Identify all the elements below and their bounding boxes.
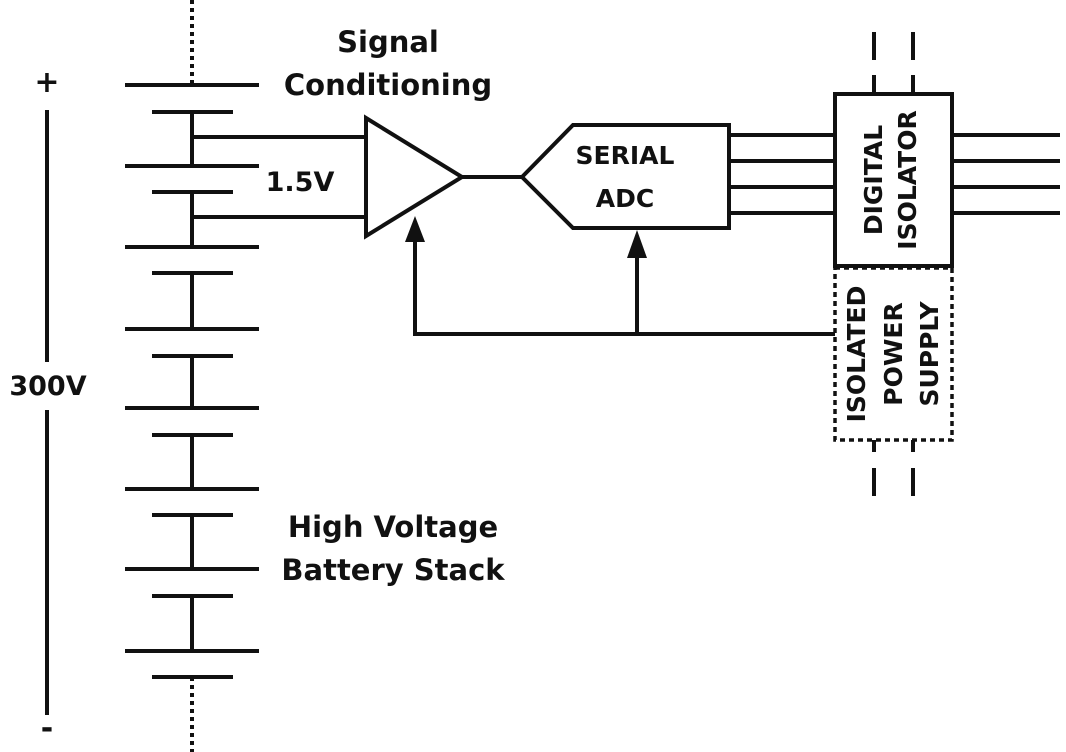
power-label-2: POWER bbox=[879, 302, 908, 405]
power-label-1: ISOLATED bbox=[842, 286, 871, 423]
arrow-up-icon bbox=[405, 216, 425, 242]
isolator-label-group: DIGITAL bbox=[859, 125, 888, 235]
cell-voltage-label: 1.5V bbox=[266, 167, 335, 198]
digital-isolator-block bbox=[833, 92, 954, 268]
power-label-group: ISOLATED bbox=[842, 286, 871, 423]
isolator-label-2: ISOLATOR bbox=[893, 110, 922, 249]
adc-label-2: ADC bbox=[596, 184, 654, 213]
signal-conditioning-label-1: Signal bbox=[337, 25, 439, 59]
isolation-barrier-bottom bbox=[872, 440, 915, 496]
adc-label-1: SERIAL bbox=[576, 141, 675, 170]
stack-voltage-label: 300V bbox=[9, 371, 86, 402]
power-label-group-3: SUPPLY bbox=[915, 301, 944, 407]
signal-conditioning-label-2: Conditioning bbox=[284, 68, 492, 102]
isolated-power-supply-block bbox=[833, 266, 954, 442]
battery-stack-label-1: High Voltage bbox=[288, 510, 498, 544]
serial-adc-block bbox=[519, 123, 731, 230]
minus-label: - bbox=[41, 711, 53, 746]
plus-label: + bbox=[34, 65, 59, 100]
power-label-3: SUPPLY bbox=[915, 301, 944, 407]
battery-stack-label-2: Battery Stack bbox=[281, 553, 505, 587]
power-label-group-2: POWER bbox=[879, 302, 908, 405]
power-feed-to-amp bbox=[413, 238, 835, 336]
amplifier-symbol bbox=[364, 114, 466, 240]
isolator-label-group-2: ISOLATOR bbox=[893, 110, 922, 249]
cell-tap-wires bbox=[192, 135, 366, 219]
adc-to-isolator-bus bbox=[729, 133, 835, 215]
isolator-output-bus bbox=[952, 133, 1060, 215]
arrow-up-icon bbox=[627, 230, 647, 258]
battery-stack bbox=[125, 0, 259, 752]
isolator-label-1: DIGITAL bbox=[859, 125, 888, 235]
isolation-barrier-top bbox=[872, 32, 915, 94]
power-feed-lines bbox=[413, 238, 835, 336]
